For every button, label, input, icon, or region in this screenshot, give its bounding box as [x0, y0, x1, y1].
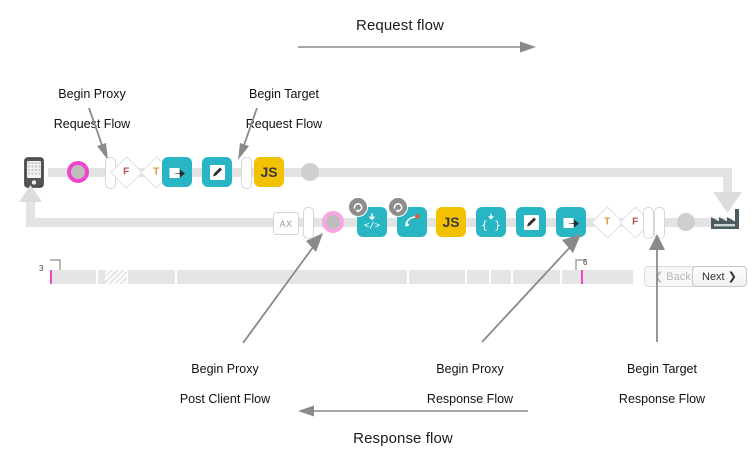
flow-separator-bar-5 [654, 207, 665, 239]
back-button[interactable]: ❮ Back [644, 266, 701, 287]
client-device-icon [24, 157, 44, 188]
timeline-left-marker-label: 3 [39, 264, 44, 273]
callout-arrow-begin-proxy-request-flow [88, 107, 118, 162]
response-flow-arrow [296, 404, 536, 418]
policy-xml-to-json[interactable]: </> [348, 197, 387, 237]
policy-assign-message-2[interactable] [516, 207, 546, 237]
flow-separator-bar-2 [241, 157, 252, 189]
pencil-icon [209, 164, 225, 180]
callout-line-2: Response Flow [426, 392, 514, 406]
callout-begin-target-request-flow: Begin Target Request Flow [228, 72, 340, 147]
policy-label: JS [260, 164, 278, 180]
flow-separator-bar-3 [303, 207, 314, 239]
policy-javascript-2[interactable]: JS [436, 207, 466, 237]
policy-assign-message[interactable] [202, 157, 232, 187]
target-dot [677, 213, 695, 231]
code-icon: </> [364, 213, 381, 231]
braces-icon: { } [481, 213, 501, 232]
ax-analytics-box[interactable]: AX [273, 212, 299, 235]
proxy-request-start-ring [67, 161, 89, 183]
timeline-left-marker: 3 [39, 258, 61, 276]
share-arrow-icon [169, 167, 185, 178]
request-flow-title: Request flow [356, 17, 444, 34]
timeline-marker-start [50, 270, 52, 284]
callout-begin-proxy-post-client-flow: Begin Proxy Post Client Flow [160, 347, 290, 422]
callout-line-1: Begin Proxy [436, 362, 504, 376]
callout-arrow-begin-target-request-flow [235, 107, 265, 162]
curved-arrow-icon [405, 214, 420, 227]
policy-label: JS [442, 214, 460, 230]
flow-start-marker[interactable] [67, 161, 89, 183]
callout-line-1: Begin Proxy [191, 362, 259, 376]
policy-javascript[interactable]: JS [254, 157, 284, 187]
svg-text:</>: </> [364, 221, 381, 231]
policy-route-2[interactable] [556, 207, 586, 237]
endpoint-dot [301, 163, 319, 181]
callout-line-2: Request Flow [245, 117, 323, 131]
request-flow-arrow [298, 40, 538, 54]
condition-true-2[interactable]: T [590, 206, 624, 239]
callout-arrow-begin-proxy-post-client-flow [238, 233, 328, 345]
callout-begin-proxy-request-flow: Begin Proxy Request Flow [36, 72, 148, 147]
callout-line-1: Begin Proxy [58, 87, 126, 101]
flow-separator-bar-4 [643, 207, 654, 239]
policy-raise-fault[interactable] [388, 197, 427, 237]
condition-label: T [152, 166, 160, 178]
callout-line-2: Post Client Flow [179, 392, 271, 406]
rotate-icon [388, 197, 408, 217]
target-server-icon [710, 208, 740, 230]
post-client-ring [322, 211, 344, 233]
response-flow-title: Response flow [353, 430, 453, 447]
callout-line-2: Request Flow [53, 117, 131, 131]
timeline-scrollbar[interactable] [50, 270, 633, 284]
condition-false[interactable]: F [109, 156, 143, 189]
timeline-right-marker-label: 6 [583, 258, 588, 267]
next-button[interactable]: Next ❯ [692, 266, 747, 287]
request-rail-turn [723, 168, 732, 198]
pencil-icon [523, 214, 539, 230]
svg-text:{ }: { } [481, 219, 501, 232]
request-rail [48, 168, 732, 177]
timeline-marker-end [581, 270, 583, 284]
factory-icon [711, 209, 739, 229]
response-rail-arrowhead [19, 185, 42, 203]
callout-begin-target-response-flow: Begin Target Response Flow [597, 347, 727, 422]
condition-label: F [122, 166, 130, 178]
request-rail-arrowhead [713, 192, 742, 214]
post-client-marker[interactable] [322, 211, 344, 233]
ax-label: AX [279, 218, 293, 229]
callout-arrow-begin-target-response-flow [646, 232, 668, 344]
callout-arrow-begin-proxy-response-flow [477, 232, 587, 344]
response-rail-turn [26, 196, 35, 220]
condition-label: T [603, 216, 611, 228]
policy-json-threat[interactable]: { } [476, 207, 506, 237]
callout-begin-proxy-response-flow: Begin Proxy Response Flow [405, 347, 535, 422]
rotate-icon [348, 197, 368, 217]
condition-label: F [631, 216, 639, 228]
policy-route[interactable] [162, 157, 192, 187]
callout-line-1: Begin Target [249, 87, 319, 101]
callout-line-1: Begin Target [627, 362, 697, 376]
callout-line-2: Response Flow [618, 392, 706, 406]
share-arrow-icon [563, 217, 579, 228]
